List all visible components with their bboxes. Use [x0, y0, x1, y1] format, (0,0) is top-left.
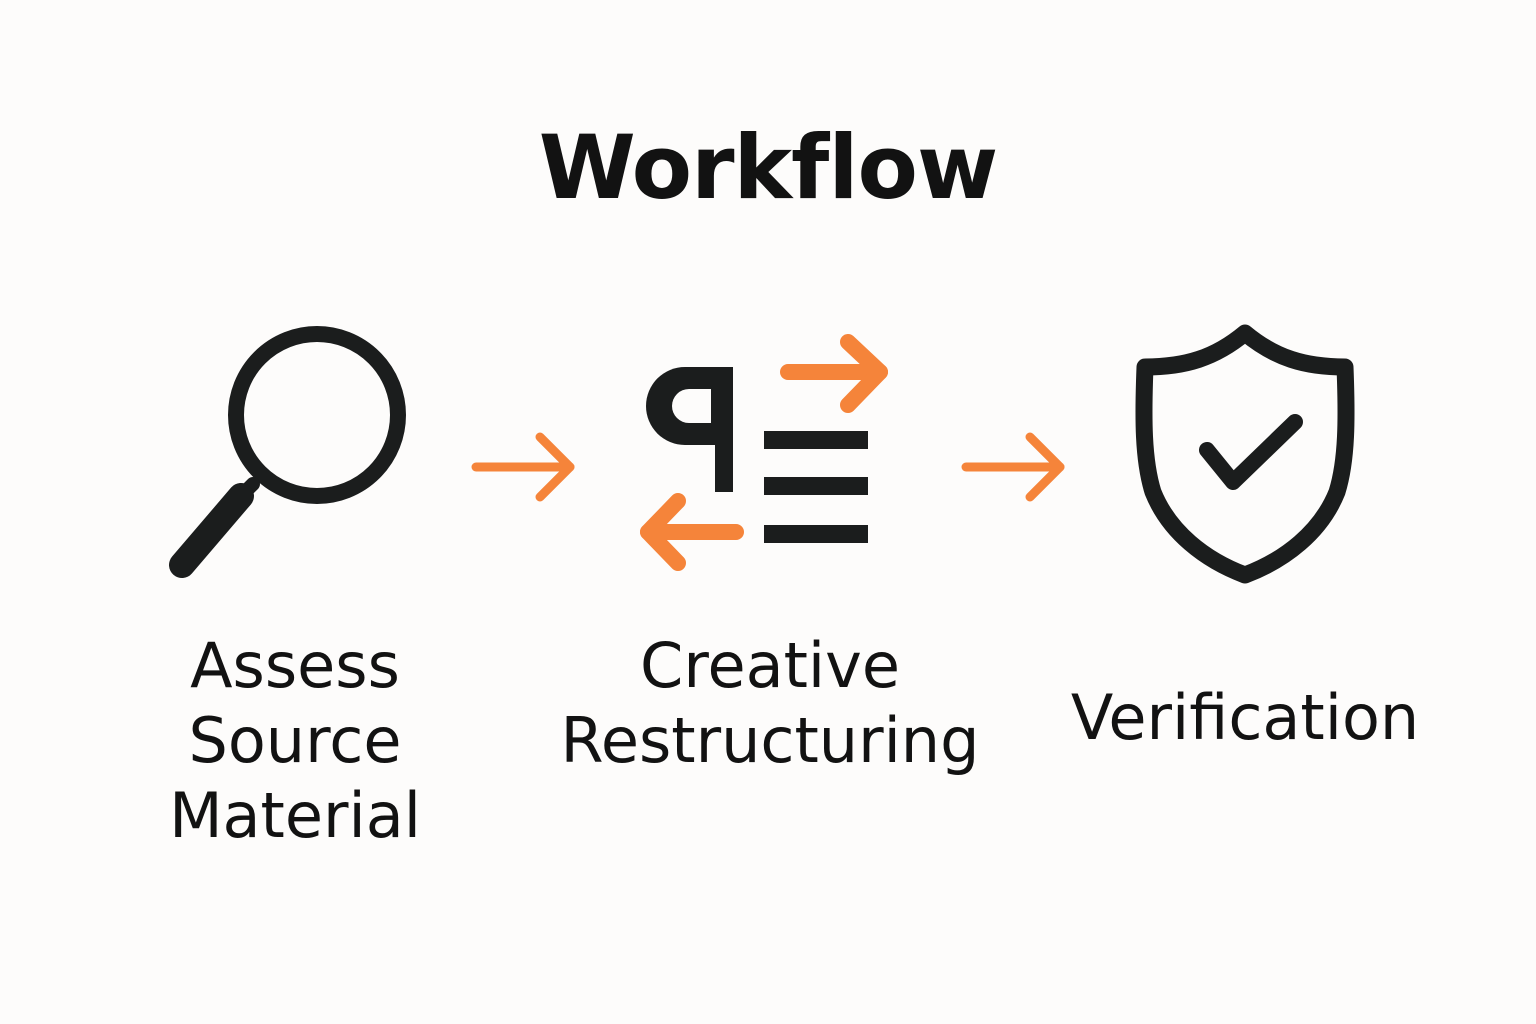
step-label-assess: Assess Source Material — [169, 629, 421, 852]
diagram-title: Workflow — [538, 116, 999, 219]
step-label-verification: Verification — [1070, 681, 1420, 754]
arrow-right-icon — [471, 432, 575, 502]
step-label-creative-restructuring: Creative Restructuring — [560, 629, 980, 777]
magnifying-glass-icon — [169, 326, 406, 578]
arrow-right-icon — [961, 432, 1065, 502]
paragraph-restructure-icon — [640, 334, 888, 571]
shield-check-icon — [1135, 324, 1355, 584]
